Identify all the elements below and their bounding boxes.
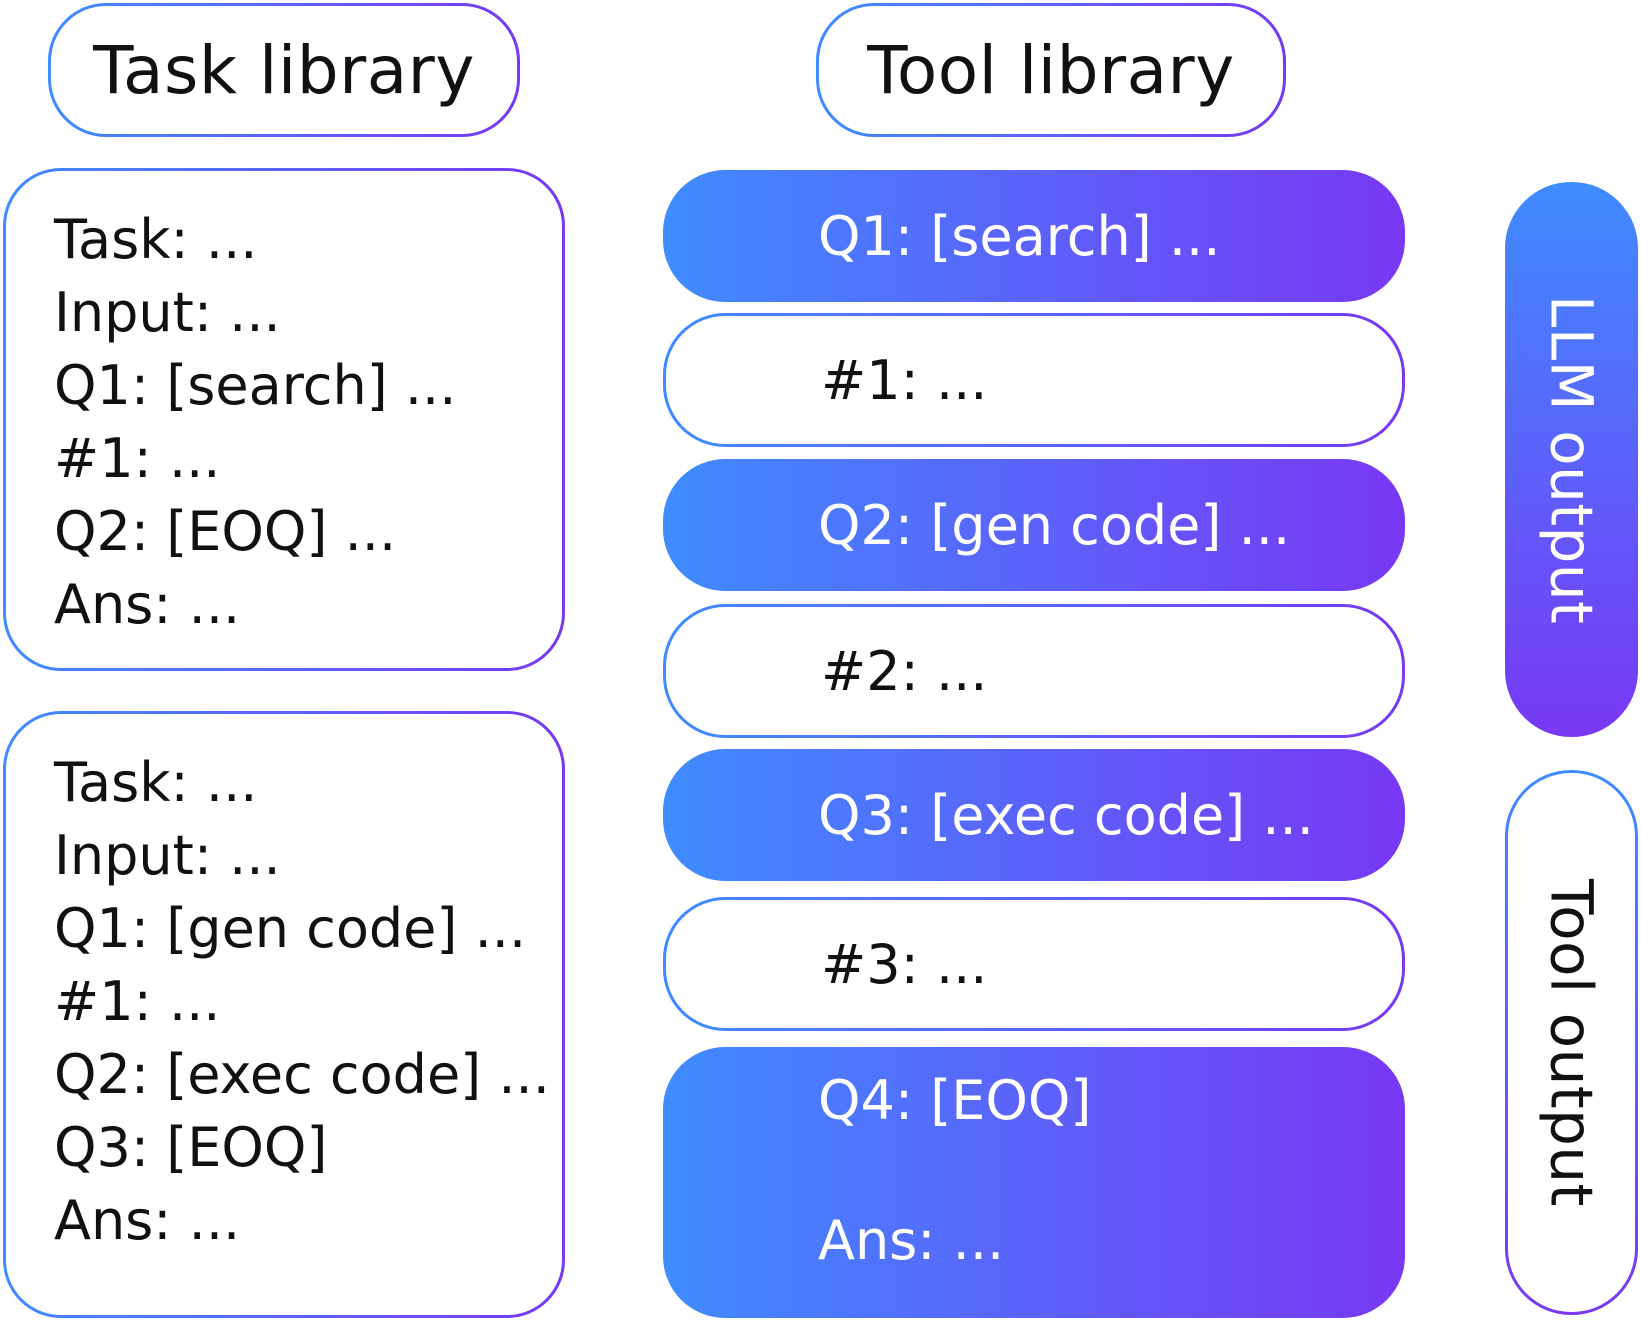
tool-row-text: Q2: [gen code] ...	[818, 493, 1291, 557]
tool-row-tool: #1: ...	[663, 313, 1405, 447]
tool-row-text: #3: ...	[821, 932, 988, 996]
tool-row-text: Q1: [search] ...	[818, 204, 1221, 268]
task-line: Q2: [exec code] ...	[54, 1043, 550, 1106]
tool-row-llm: Q2: [gen code] ...	[663, 459, 1405, 591]
tool-row-text: #1: ...	[821, 348, 988, 412]
task-line: Ans: ...	[54, 573, 241, 636]
tool-row-text: Q3: [exec code] ...	[818, 783, 1314, 847]
tool-row-llm: Q3: [exec code] ...	[663, 749, 1405, 881]
tool-row-llm: Q1: [search] ...	[663, 170, 1405, 302]
task-line: Task: ...	[54, 751, 258, 814]
task-line: #1: ...	[54, 427, 221, 490]
tool-row-tool: #2: ...	[663, 604, 1405, 738]
llm-output-legend: LLM output	[1505, 182, 1638, 737]
tool-row-text: #2: ...	[821, 639, 988, 703]
tool-row-tool: #3: ...	[663, 897, 1405, 1031]
task-line: Task: ...	[54, 208, 258, 271]
task-line: Q2: [EOQ] ...	[54, 500, 397, 563]
task-line: Input: ...	[54, 824, 281, 887]
final-answer-text: Ans: ...	[818, 1209, 1005, 1272]
tool-output-label: Tool output	[1537, 878, 1606, 1207]
task-example-1: Task: ... Input: ... Q1: [search] ... #1…	[3, 168, 565, 671]
task-line: Ans: ...	[54, 1189, 241, 1252]
task-library-header: Task library	[48, 3, 520, 137]
tool-row-final: Q4: [EOQ] Ans: ...	[663, 1047, 1405, 1318]
tool-library-header: Tool library	[816, 3, 1286, 137]
task-example-2: Task: ... Input: ... Q1: [gen code] ... …	[3, 711, 565, 1318]
task-line: Q3: [EOQ]	[54, 1116, 328, 1179]
task-library-title: Task library	[93, 31, 475, 109]
task-line: Q1: [gen code] ...	[54, 897, 527, 960]
tool-output-legend: Tool output	[1505, 770, 1638, 1315]
llm-output-label: LLM output	[1537, 294, 1606, 625]
task-line: Input: ...	[54, 281, 281, 344]
task-line: #1: ...	[54, 970, 221, 1033]
tool-library-title: Tool library	[867, 31, 1235, 109]
task-line: Q1: [search] ...	[54, 354, 457, 417]
final-question-text: Q4: [EOQ]	[818, 1069, 1092, 1132]
